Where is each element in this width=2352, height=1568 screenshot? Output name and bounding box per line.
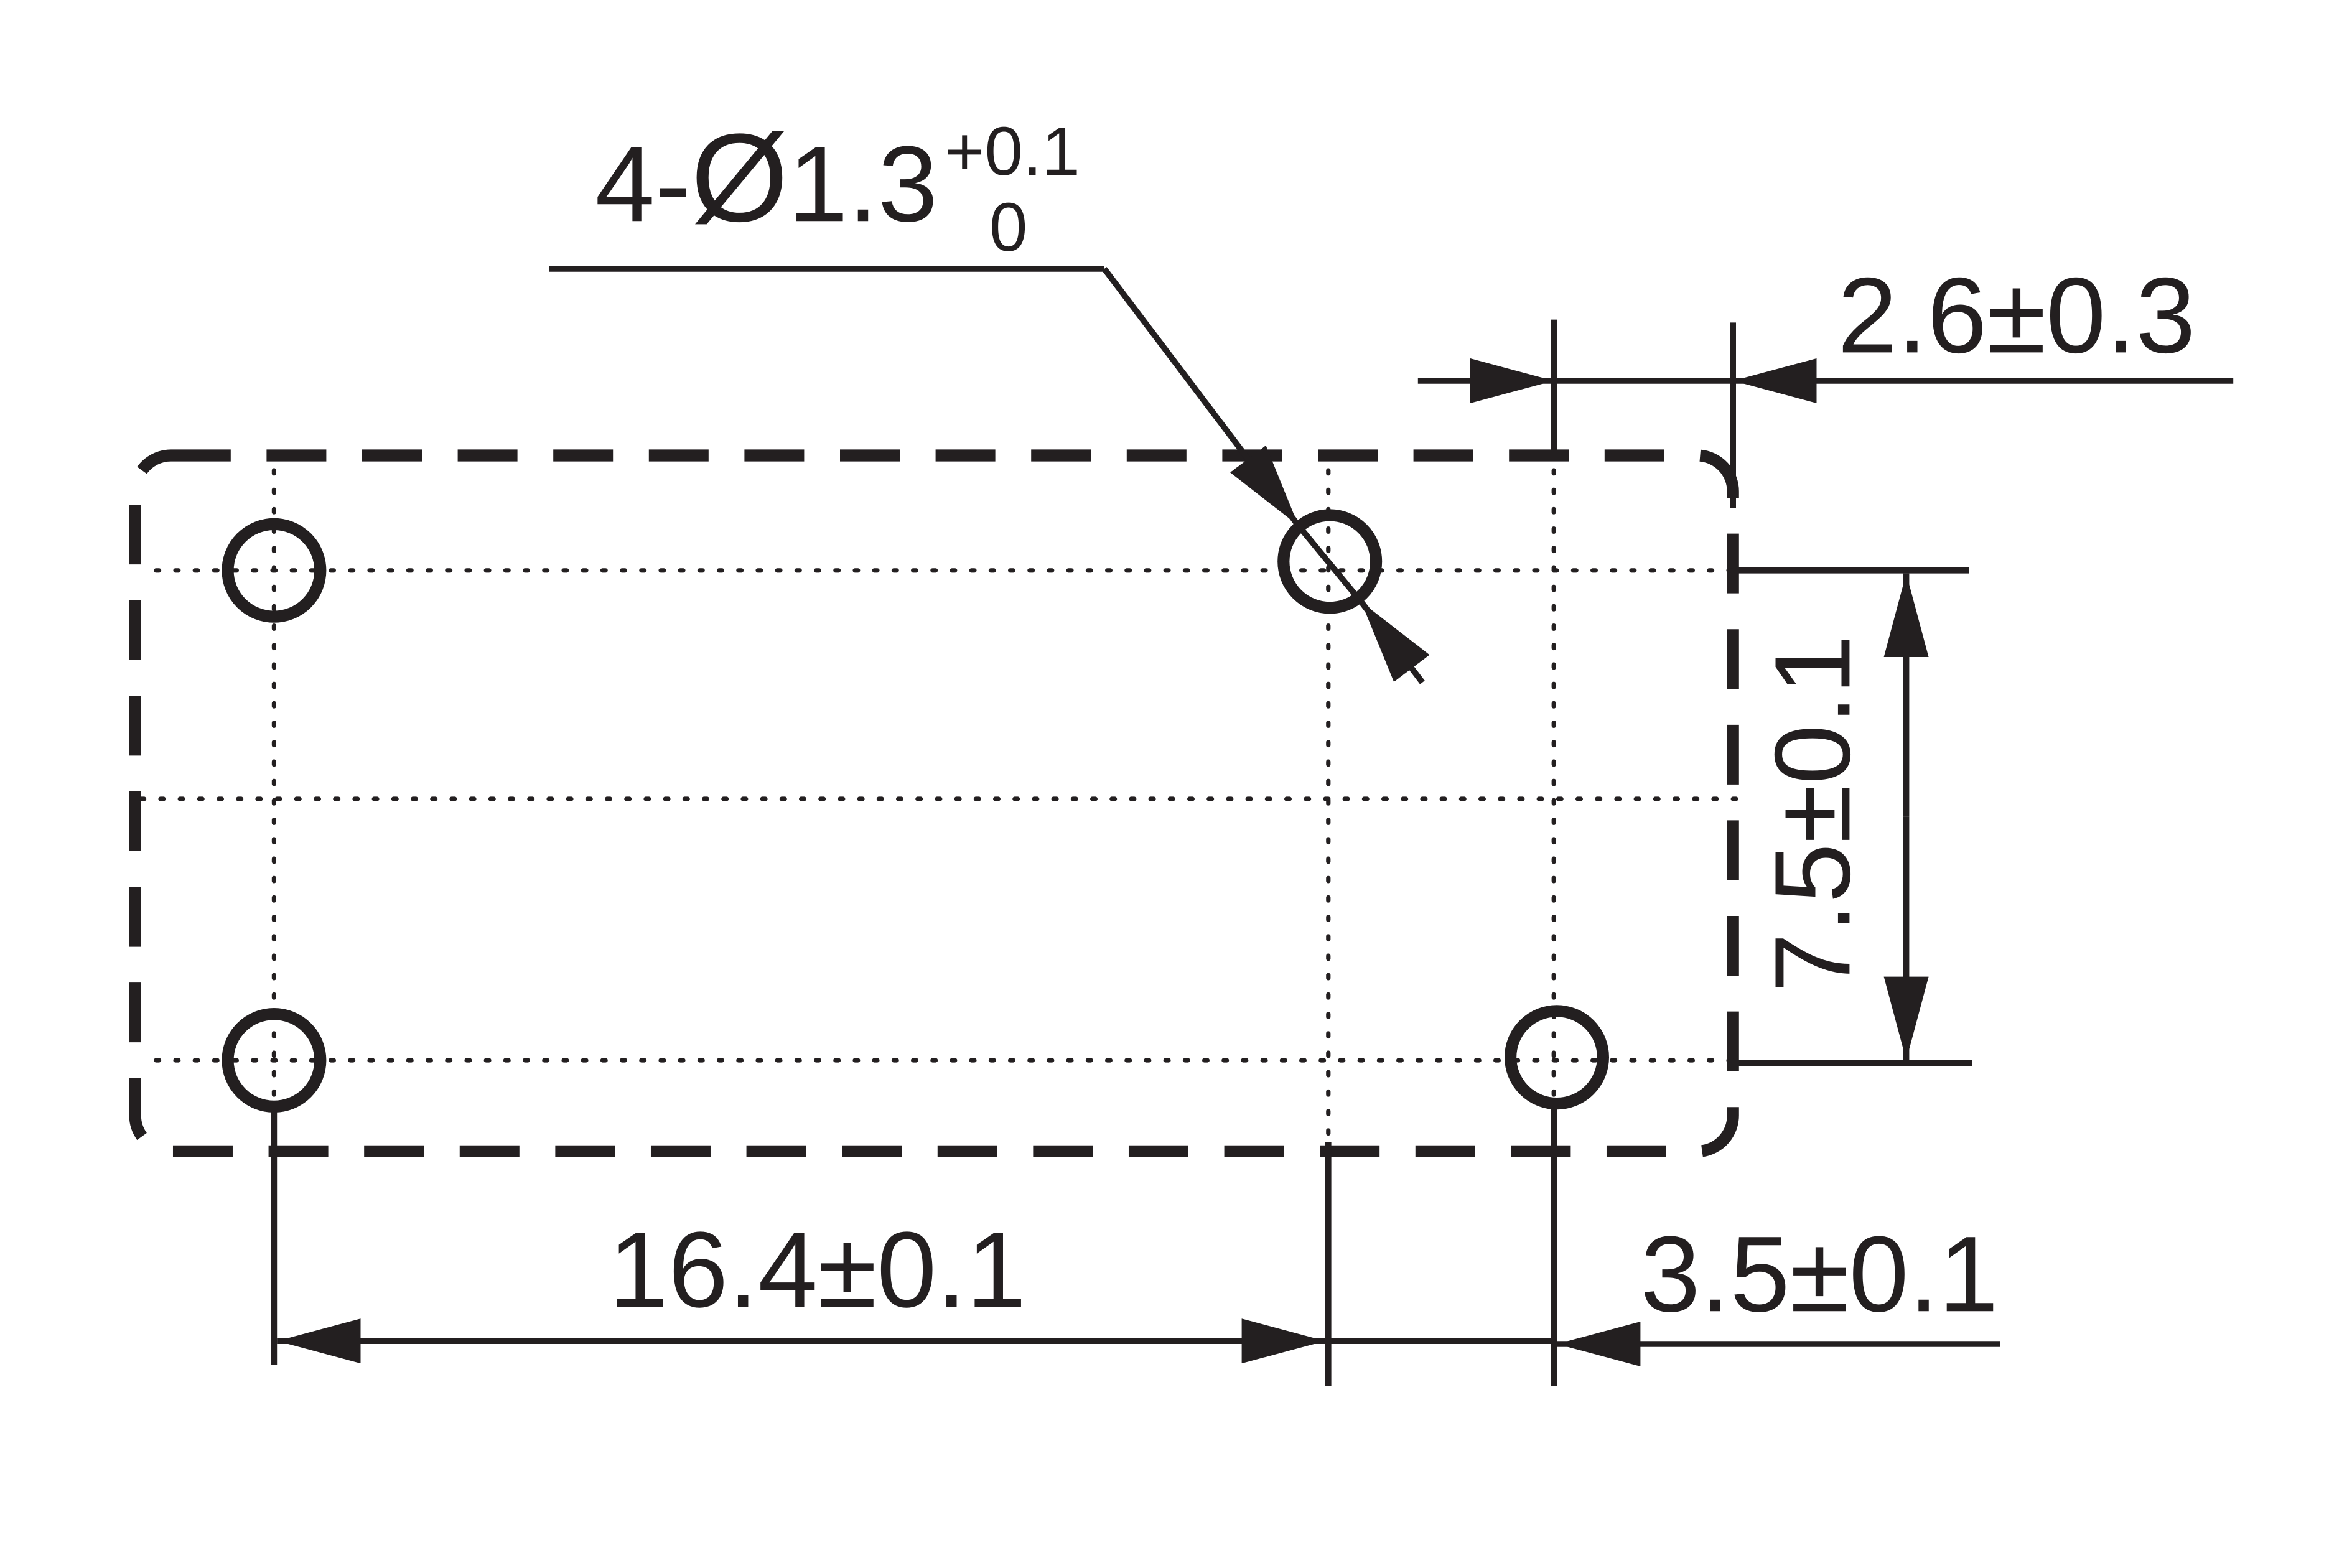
dimension-label-top-offset: 2.6±0.3 — [1837, 255, 2195, 375]
hole-tolerance-upper: +0.1 — [945, 113, 1080, 190]
leader-diagonal — [1101, 267, 1301, 528]
dimension-label-vertical-pitch: 7.5±0.1 — [1752, 635, 1872, 992]
dimension-vertical-pitch — [1736, 567, 1972, 1066]
center-lines — [139, 468, 1738, 1137]
dimension-top-offset — [1417, 319, 2234, 508]
leader-through-hole — [1296, 523, 1364, 604]
hole-bottom-right — [1505, 1005, 1609, 1110]
hole-diameter-nominal: 1.3 — [788, 124, 938, 244]
diameter-symbol-icon: Ø — [691, 107, 788, 248]
hole-bottom-left — [222, 1008, 327, 1113]
hole-count-prefix: 4- — [595, 124, 691, 244]
hole-callout-leader — [549, 266, 1430, 684]
hole-callout-text: 4-Ø1.3 — [595, 107, 938, 248]
leader-inner-arrow — [1358, 600, 1430, 684]
component-outline — [129, 449, 1739, 1157]
hole-top-right — [1277, 509, 1383, 614]
hole-tolerance-lower: 0 — [989, 189, 1027, 266]
dimension-label-right-offset: 3.5±0.1 — [1640, 1214, 1998, 1334]
mounting-holes — [222, 509, 1609, 1113]
hole-top-left — [222, 518, 327, 623]
dimension-bottom — [271, 1105, 2000, 1386]
dimension-label-horizontal-pitch: 16.4±0.1 — [609, 1210, 1026, 1330]
